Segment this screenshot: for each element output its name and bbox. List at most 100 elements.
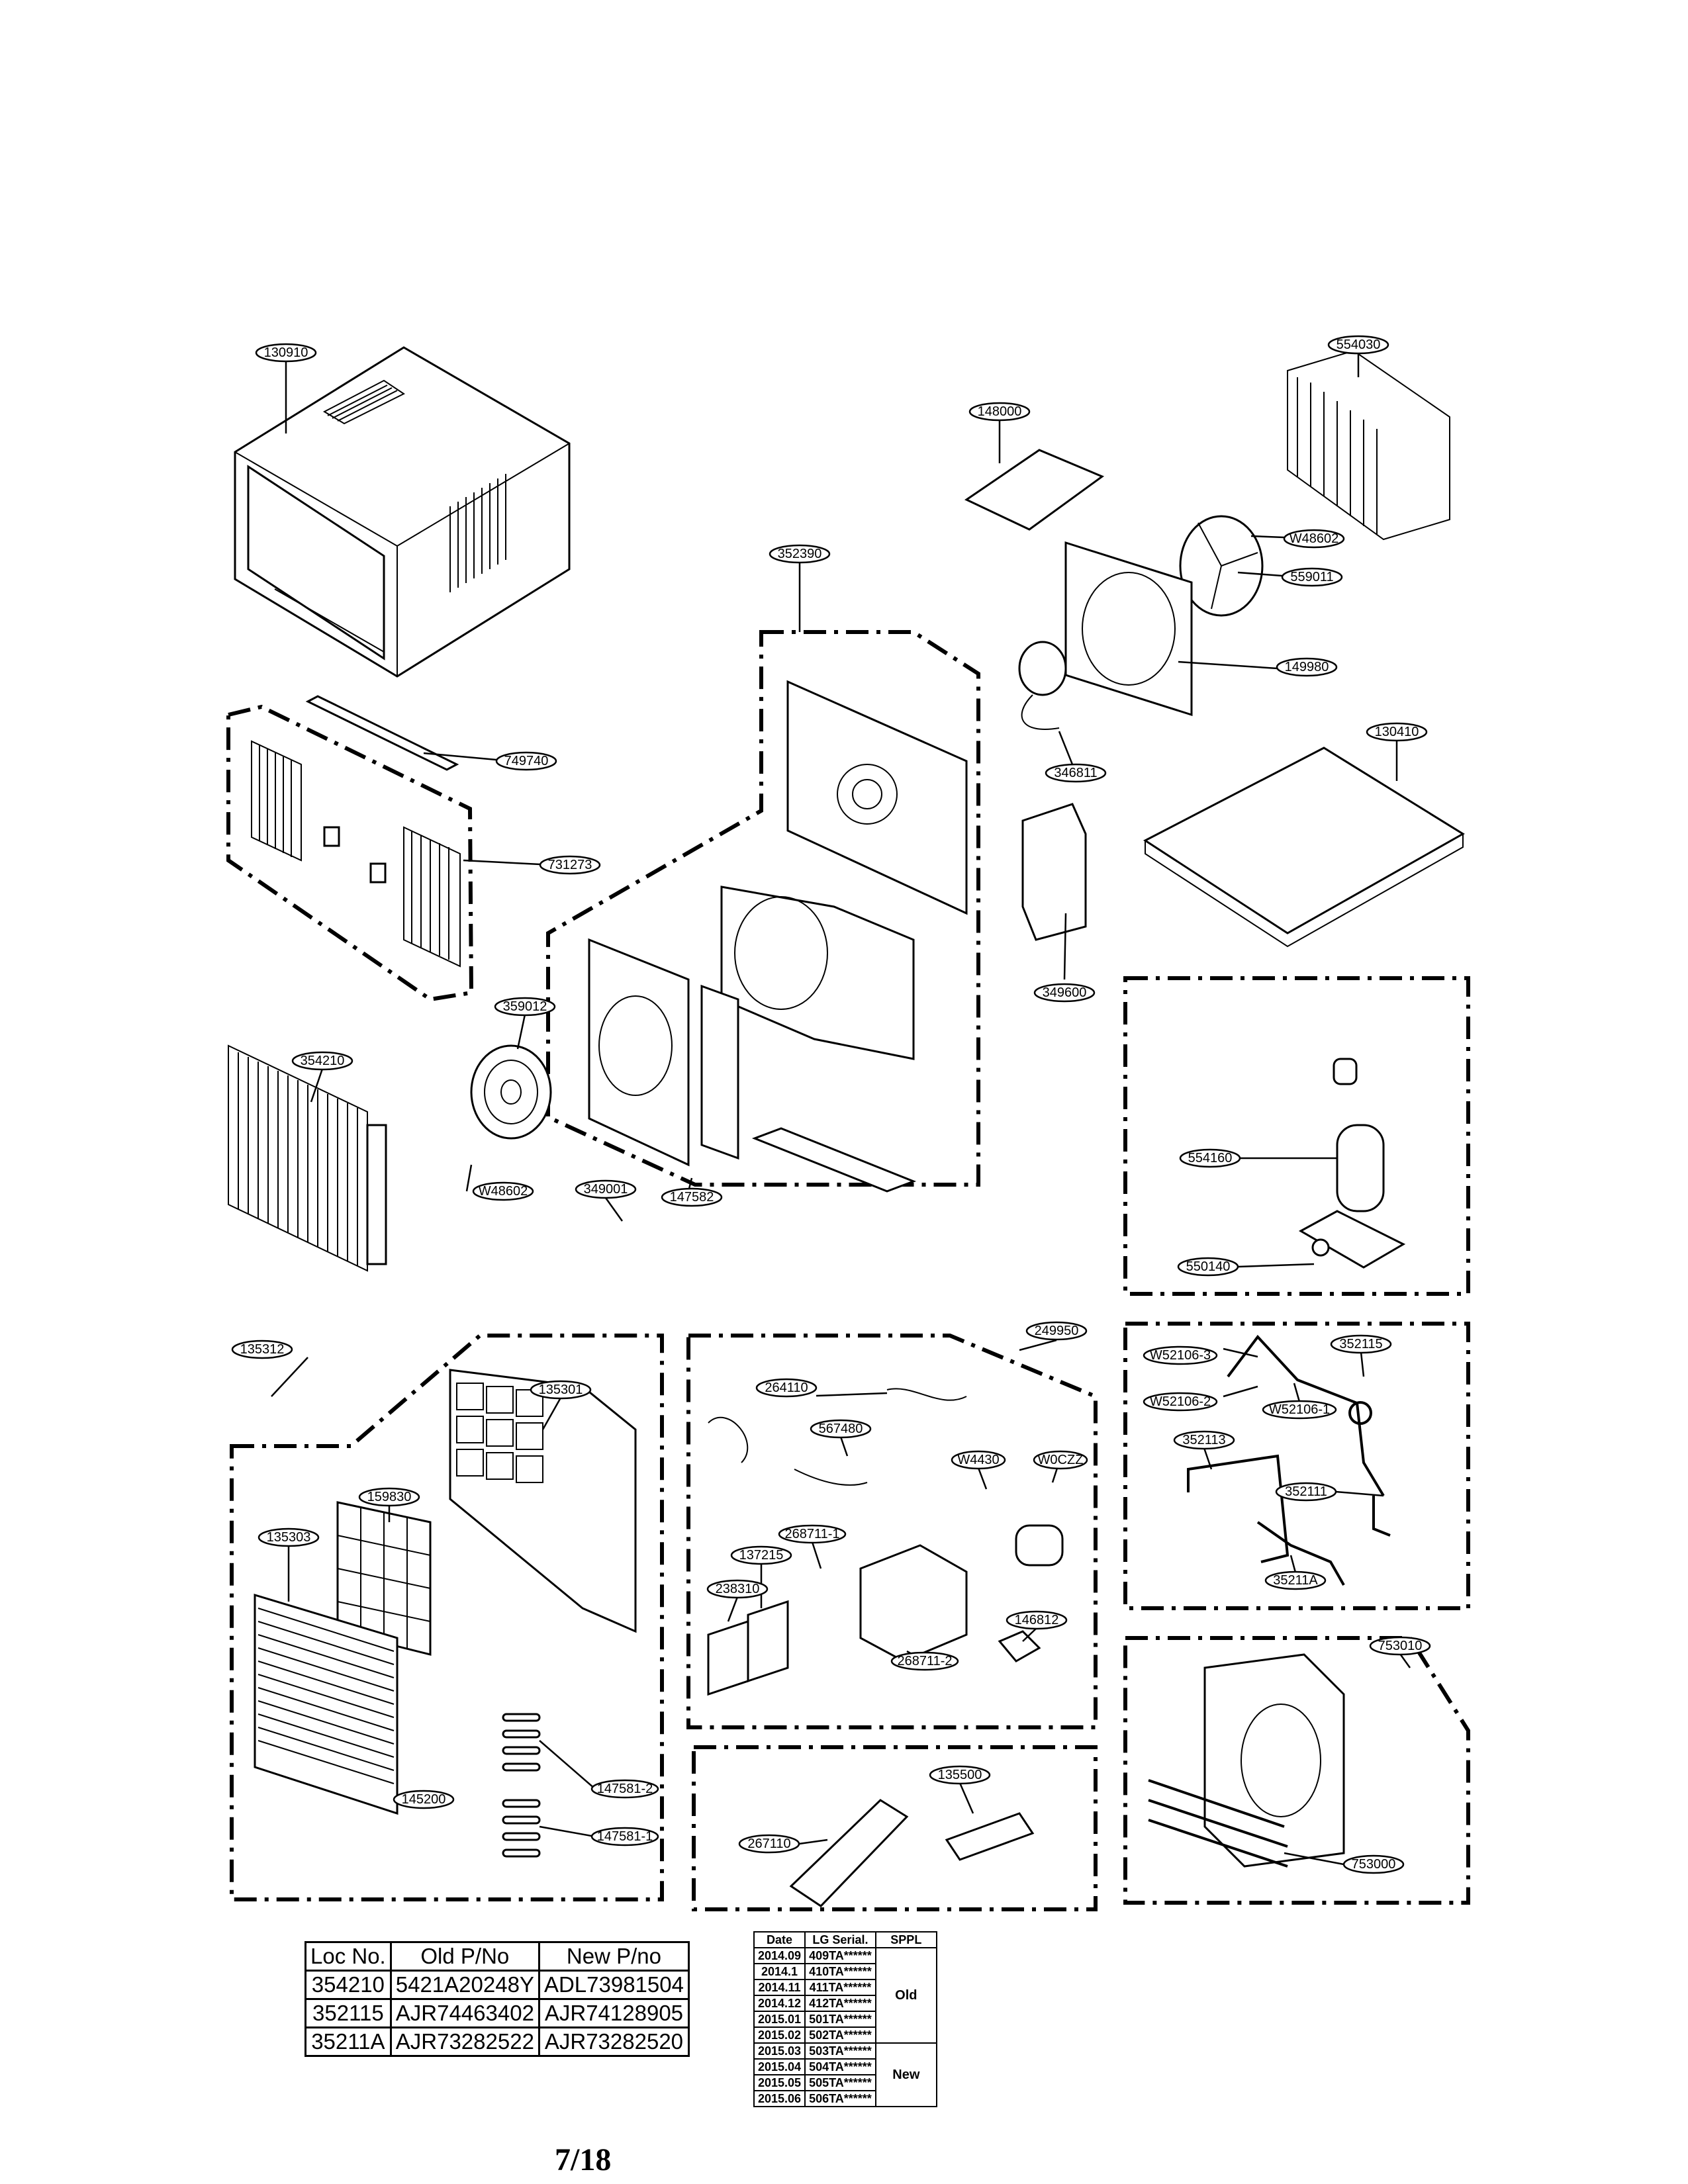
- serial-table: Date LG Serial. SPPL 2014.09 409TA******…: [753, 1931, 937, 2107]
- svg-text:264110: 264110: [765, 1381, 808, 1395]
- svg-text:559011: 559011: [1290, 570, 1333, 584]
- svg-text:145200: 145200: [402, 1792, 446, 1807]
- group-outlines: [226, 630, 1470, 1911]
- callout-238310: 238310: [706, 1579, 769, 1599]
- callouts: 130910 554030 148000 W48602 559011 35239…: [231, 335, 1431, 1874]
- table-row: 35211A AJR73282522 AJR73282520: [305, 2026, 690, 2057]
- svg-text:147581-1: 147581-1: [597, 1829, 653, 1844]
- callout-w52106-3: W52106-3: [1143, 1345, 1218, 1365]
- callout-w4430: W4430: [951, 1450, 1006, 1470]
- svg-text:352113: 352113: [1182, 1433, 1225, 1447]
- svg-text:354210: 354210: [301, 1054, 345, 1068]
- blower-wheel-drawing: [470, 1044, 552, 1140]
- svg-text:352390: 352390: [778, 547, 822, 561]
- callout-159830: 159830: [358, 1487, 420, 1507]
- svg-text:267110: 267110: [747, 1837, 790, 1851]
- callout-135301: 135301: [530, 1380, 592, 1400]
- callout-135312: 135312: [231, 1340, 293, 1359]
- table-row: 2014.11 411TA******: [753, 1979, 937, 1996]
- svg-text:35211A: 35211A: [1273, 1573, 1318, 1588]
- control-parts-drawing: [707, 1388, 1064, 1696]
- callout-753010: 753010: [1369, 1636, 1431, 1656]
- svg-text:135301: 135301: [539, 1383, 583, 1397]
- callout-135500: 135500: [929, 1765, 991, 1785]
- part-table-header: Loc No. Old P/No New P/no: [305, 1941, 690, 1972]
- callout-35211a: 35211A: [1264, 1570, 1327, 1590]
- callout-146812: 146812: [1006, 1610, 1068, 1630]
- table-row: 2015.03 503TA****** New: [753, 2042, 937, 2107]
- svg-text:130410: 130410: [1375, 725, 1419, 739]
- cabinet-case-drawing: [234, 346, 571, 678]
- callout-352113: 352113: [1173, 1430, 1235, 1450]
- callout-349001: 349001: [575, 1179, 637, 1199]
- svg-text:135500: 135500: [938, 1768, 982, 1782]
- svg-text:W4430: W4430: [957, 1453, 999, 1467]
- callout-559011: 559011: [1281, 567, 1343, 587]
- svg-text:554160: 554160: [1188, 1151, 1233, 1165]
- svg-text:W48602: W48602: [1289, 531, 1339, 546]
- callout-w52106-2: W52106-2: [1143, 1392, 1218, 1412]
- callout-267110: 267110: [738, 1834, 800, 1854]
- callout-264110: 264110: [755, 1378, 818, 1398]
- svg-text:346811: 346811: [1054, 766, 1097, 780]
- condenser-fan-drawing: [1179, 515, 1264, 617]
- callout-w48602-bottom: W48602: [472, 1181, 534, 1201]
- table-row: 2015.06 506TA******: [753, 2090, 937, 2107]
- louver-drawing: [502, 1713, 541, 1858]
- callout-147582: 147582: [661, 1187, 723, 1207]
- table-row: 354210 5421A20248Y ADL73981504: [305, 1970, 690, 2000]
- callout-w48602-top: W48602: [1283, 529, 1345, 549]
- svg-text:753010: 753010: [1378, 1639, 1423, 1653]
- callout-352390: 352390: [769, 544, 831, 564]
- svg-text:147582: 147582: [670, 1190, 714, 1205]
- callout-554160: 554160: [1179, 1148, 1241, 1168]
- svg-text:W48602: W48602: [479, 1184, 528, 1199]
- svg-text:749740: 749740: [504, 754, 549, 768]
- top-rail-drawing: [305, 695, 459, 771]
- shroud-drawing: [1064, 541, 1193, 717]
- callout-135303: 135303: [258, 1527, 320, 1547]
- svg-text:268711-2: 268711-2: [897, 1654, 952, 1668]
- svg-text:550140: 550140: [1186, 1259, 1231, 1274]
- front-grille-drawing: [254, 1593, 399, 1815]
- fan-motor-drawing: [1018, 641, 1067, 730]
- sppl-old: Old: [874, 1947, 937, 2044]
- svg-text:268711-1: 268711-1: [784, 1527, 839, 1541]
- rear-shroud-drawing: [1148, 1653, 1345, 1868]
- refrigerant-tubes-drawing: [1187, 1334, 1391, 1586]
- svg-text:135312: 135312: [240, 1342, 285, 1357]
- compressor-drawing: [1298, 1058, 1406, 1269]
- callout-137215: 137215: [730, 1545, 792, 1565]
- callout-354210: 354210: [291, 1051, 353, 1071]
- callout-268711-2: 268711-2: [890, 1651, 959, 1671]
- svg-text:554030: 554030: [1336, 338, 1381, 352]
- part-number-table: Loc No. Old P/No New P/no 354210 5421A20…: [305, 1941, 690, 2057]
- svg-text:146812: 146812: [1015, 1613, 1059, 1627]
- outdoor-coil-drawing: [1287, 349, 1450, 541]
- remote-drawing: [789, 1799, 1035, 1907]
- table-row: 2015.05 505TA******: [753, 2074, 937, 2091]
- svg-text:352111: 352111: [1285, 1484, 1327, 1499]
- side-curtain-drawing: [251, 740, 461, 968]
- table-row: 2014.12 412TA******: [753, 1995, 937, 2012]
- callout-149980: 149980: [1276, 657, 1338, 677]
- callout-148000: 148000: [968, 402, 1031, 422]
- callout-359012: 359012: [494, 997, 556, 1017]
- table-row: 2015.04 504TA******: [753, 2058, 937, 2075]
- callout-130410: 130410: [1366, 722, 1428, 742]
- svg-text:159830: 159830: [367, 1490, 412, 1504]
- svg-text:W52106-2: W52106-2: [1150, 1394, 1211, 1409]
- bracket-drawing: [964, 449, 1105, 531]
- callout-147581-2: 147581-2: [590, 1779, 659, 1799]
- table-row: 2015.02 502TA******: [753, 2026, 937, 2044]
- callout-249950: 249950: [1025, 1321, 1088, 1341]
- svg-text:137215: 137215: [739, 1548, 784, 1563]
- svg-text:349001: 349001: [584, 1182, 628, 1197]
- svg-text:753000: 753000: [1352, 1857, 1396, 1872]
- callout-147581-1: 147581-1: [590, 1827, 659, 1846]
- callout-753000: 753000: [1342, 1854, 1405, 1874]
- svg-text:359012: 359012: [503, 999, 547, 1014]
- callout-749740: 749740: [495, 751, 557, 771]
- svg-text:238310: 238310: [716, 1582, 760, 1596]
